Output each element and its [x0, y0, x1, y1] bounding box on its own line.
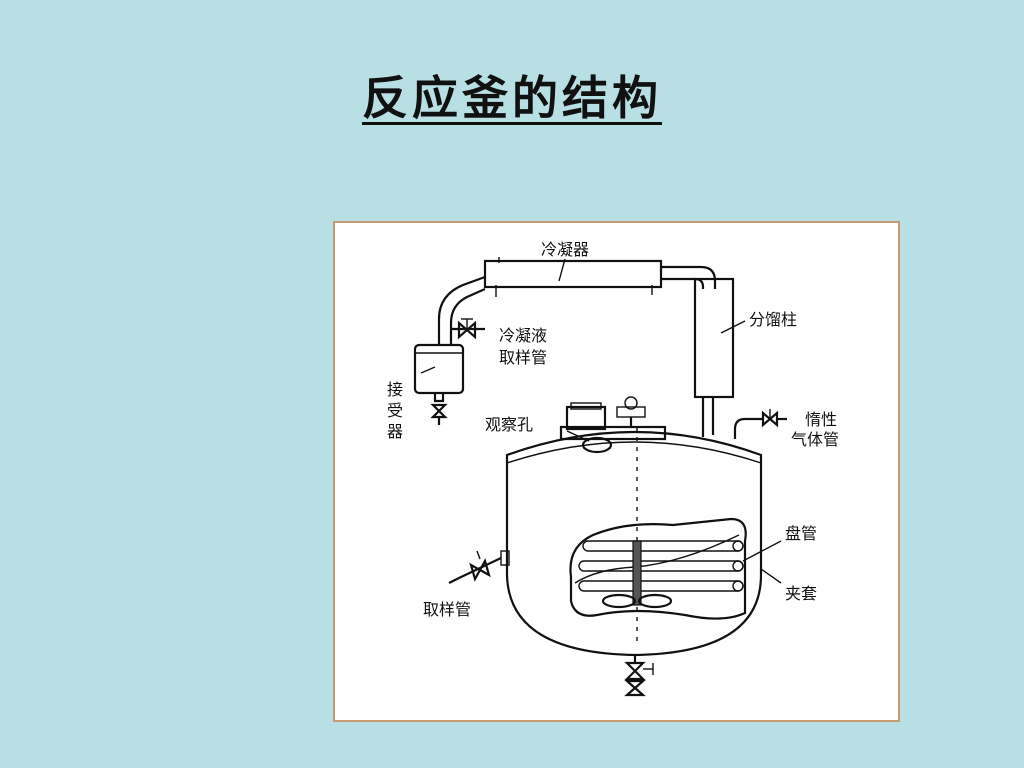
reactor-diagram-svg: 冷凝器 分馏柱 冷凝液 取样管 接 受 器 观察孔 惰性 气体管 盘管 夹套 取… [387, 240, 839, 697]
coil-end-1 [732, 540, 744, 552]
reactor-diagram: 冷凝器 分馏柱 冷凝液 取样管 接 受 器 观察孔 惰性 气体管 盘管 夹套 取… [333, 221, 900, 722]
bottom-valve-lower [624, 679, 646, 697]
reactor-lid-seam [506, 441, 762, 464]
label-receiver-3: 器 [387, 422, 403, 441]
page-title: 反应釜的结构 [0, 62, 1024, 128]
label-condensate-line-1: 冷凝液 [499, 326, 547, 345]
receiver-valve [430, 403, 448, 419]
label-inert-gas-2: 气体管 [791, 430, 839, 449]
cutaway-window [569, 517, 747, 620]
sampling-tube-end [448, 577, 460, 584]
label-condenser: 冷凝器 [541, 240, 589, 259]
sampling-tube-valve [469, 558, 491, 582]
condenser-to-receiver-pipe-inner [449, 287, 486, 345]
motor-box [565, 405, 607, 431]
label-coil: 盘管 [785, 524, 817, 543]
fractionating-column [693, 277, 735, 399]
column-label-leader [720, 320, 746, 334]
coil-tube-1 [582, 540, 744, 552]
condensate-sampling-valve [457, 320, 477, 340]
receiver-vessel [413, 343, 465, 395]
gearbox-handwheel [624, 396, 638, 410]
condenser-to-receiver-pipe [437, 275, 486, 345]
receiver-outlet [433, 393, 445, 403]
label-jacket: 夹套 [785, 584, 817, 603]
label-condensate-line-2: 取样管 [499, 348, 547, 367]
condenser-to-column-pipe [661, 265, 717, 289]
coil-label-leader [742, 540, 782, 562]
label-sight-hole: 观察孔 [485, 415, 533, 434]
coil-tube-3 [578, 580, 744, 592]
agitator-paddle-right [637, 593, 673, 609]
agitator-shaft [632, 540, 642, 606]
reactor-vessel [505, 430, 763, 657]
agitator-paddle-left [601, 593, 637, 609]
inert-gas-pipe [733, 417, 763, 439]
motor-cap [570, 402, 602, 410]
bottom-valve-upper [624, 661, 646, 681]
coil-end-2 [732, 560, 744, 572]
label-receiver-2: 受 [387, 401, 403, 420]
cutaway-edge [574, 534, 740, 584]
condenser-label-leader [558, 258, 566, 282]
jacket-label-leader [760, 568, 782, 584]
condenser-body [483, 259, 663, 289]
inert-gas-valve [761, 410, 779, 428]
label-inert-gas-1: 惰性 [805, 410, 837, 429]
receiver-label-leader [420, 366, 436, 374]
coil-end-3 [732, 580, 744, 592]
label-sampling-tube: 取样管 [423, 600, 471, 619]
page-title-text: 反应釜的结构 [362, 71, 662, 125]
label-receiver-1: 接 [387, 380, 403, 399]
sampling-tube-valve-stem [476, 550, 481, 560]
condenser-to-column-pipe-inner [661, 277, 705, 289]
label-fractionating-column: 分馏柱 [749, 310, 797, 329]
